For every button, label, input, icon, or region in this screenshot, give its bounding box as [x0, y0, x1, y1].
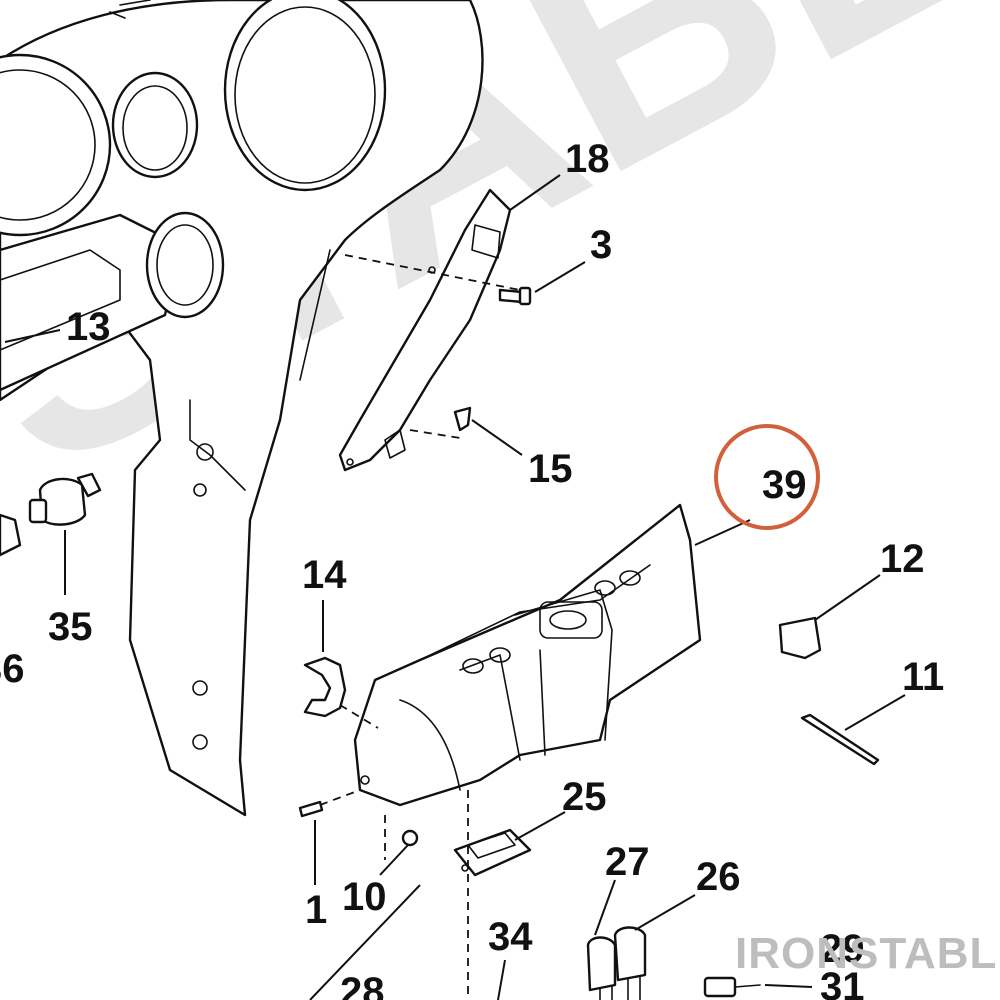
- callout-3: 3: [590, 223, 612, 267]
- callout-10: 10: [342, 875, 387, 919]
- callout-39: 39: [762, 463, 807, 507]
- callout-15: 15: [528, 447, 573, 491]
- part-1-screw: [298, 800, 324, 818]
- part-25-relay-bracket: [453, 828, 532, 877]
- gauge-bezel: [0, 0, 484, 817]
- callout-34: 34: [488, 915, 533, 959]
- part-29-31-connector: [703, 976, 761, 998]
- callout-29: 29: [820, 927, 865, 971]
- part-12-clip: [778, 616, 822, 660]
- part-15-clip: [453, 406, 472, 432]
- callout-31: 31: [820, 965, 865, 1000]
- callout-26: 26: [696, 855, 741, 899]
- callout-36: 36: [0, 647, 25, 691]
- callout-35: 35: [48, 605, 93, 649]
- part-3-screw: [498, 286, 532, 306]
- callout-25: 25: [562, 775, 607, 819]
- callout-11: 11: [902, 655, 944, 699]
- callout-12: 12: [880, 537, 925, 581]
- callout-27: 27: [605, 840, 650, 884]
- part-14-bracket: [303, 656, 347, 718]
- watermark-corner-text: IRONSTABLE: [735, 929, 1000, 978]
- part-36-fragment: [0, 513, 22, 557]
- callout-14: 14: [302, 553, 347, 597]
- part-10-nut: [401, 829, 419, 847]
- leader-lines: [4, 174, 906, 1000]
- callout-1: 1: [305, 888, 327, 932]
- part-11-cable-tie: [800, 713, 880, 766]
- callout-18: 18: [565, 137, 610, 181]
- part-35-switch: [28, 472, 102, 526]
- part-26-27-switches: [586, 926, 647, 1000]
- callout-13: 13: [66, 305, 111, 349]
- callout-28: 28: [340, 970, 385, 1000]
- highlight-ring: [714, 424, 820, 530]
- callout-labels: 18 3 13 15 39 12 14 35 36 11 25 27 26 10…: [0, 137, 944, 1000]
- part-39-lower-cover: [353, 503, 702, 807]
